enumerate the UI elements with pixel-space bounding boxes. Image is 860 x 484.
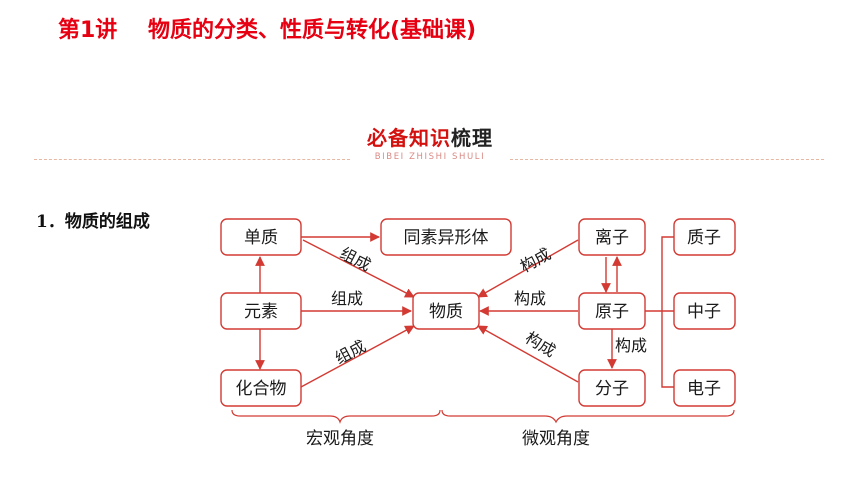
node-huahewu-label: 化合物 <box>236 379 287 399</box>
label-yuanzi-fenzi: 构成 <box>615 336 647 355</box>
label-yuansu-wuzhi: 组成 <box>331 289 363 308</box>
label-fenzi-wuzhi: 构成 <box>522 328 559 361</box>
node-dianzi-label: 电子 <box>687 379 721 399</box>
node-danzhi: 单质 <box>220 218 302 256</box>
node-wuzhi: 物质 <box>412 292 480 330</box>
section-title: 物质的组成 <box>64 212 150 232</box>
node-tongsu: 同素异形体 <box>380 218 512 256</box>
section-heading: 必备知识梳理 <box>0 122 860 151</box>
node-yuanzi-label: 原子 <box>595 302 629 322</box>
node-yuansu-label: 元素 <box>244 302 278 322</box>
node-zhizi-label: 质子 <box>687 228 721 248</box>
brace-macro <box>231 409 441 424</box>
edge-yuanzi-subparticles <box>645 236 674 388</box>
node-yuansu: 元素 <box>220 292 302 330</box>
node-fenzi-label: 分子 <box>595 379 629 399</box>
banner-divider-right <box>510 159 824 160</box>
brace-micro <box>441 409 735 424</box>
edge-danzhi-wuzhi <box>302 239 415 298</box>
node-tongsu-label: 同素异形体 <box>404 228 489 248</box>
group-label-micro: 微观角度 <box>522 429 590 449</box>
node-huahewu: 化合物 <box>220 369 302 407</box>
node-zhongzi: 中子 <box>673 292 736 330</box>
node-zhizi: 质子 <box>673 218 736 256</box>
label-danzhi-wuzhi: 组成 <box>337 244 374 275</box>
section-banner: 必备知识梳理 BIBEI ZHISHI SHULI <box>0 118 860 174</box>
group-label-macro: 宏观角度 <box>306 429 374 449</box>
node-wuzhi-label: 物质 <box>429 302 463 322</box>
node-dianzi: 电子 <box>673 369 736 407</box>
slide-title: 第1讲 物质的分类、性质与转化(基础课) <box>58 18 477 43</box>
section-number: 1． <box>36 212 65 232</box>
edge-lizi-wuzhi <box>477 239 579 298</box>
node-lizi-label: 离子 <box>595 228 629 248</box>
edge-fenzi-wuzhi <box>477 325 579 383</box>
node-yuanzi: 原子 <box>578 292 646 330</box>
label-huahewu-wuzhi: 组成 <box>332 336 369 368</box>
node-fenzi: 分子 <box>578 369 646 407</box>
label-yuanzi-wuzhi: 构成 <box>514 289 546 308</box>
node-danzhi-label: 单质 <box>244 228 278 248</box>
node-zhongzi-label: 中子 <box>687 302 721 322</box>
label-lizi-wuzhi: 构成 <box>517 244 554 276</box>
section-subtitle: BIBEI ZHISHI SHULI <box>374 152 486 162</box>
banner-divider-left <box>34 159 350 160</box>
section-heading-red: 必备知识 <box>367 126 451 150</box>
node-lizi: 离子 <box>578 218 646 256</box>
edge-huahewu-wuzhi <box>300 325 415 388</box>
section-heading-dark: 梳理 <box>451 126 493 150</box>
section-item-title: 1．物质的组成 <box>36 207 150 232</box>
